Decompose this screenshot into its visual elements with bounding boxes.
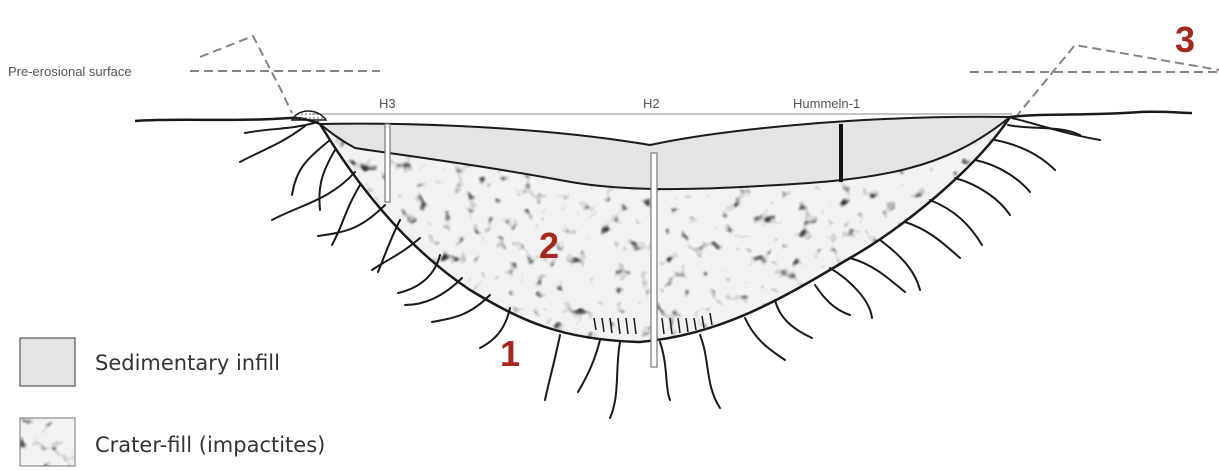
dotted-mound [292,111,326,120]
legend: Sedimentary infill Crater-fill (impactit… [20,338,325,466]
stage-number-2: 2 [539,225,559,266]
stage-number-3: 3 [1175,19,1195,60]
borehole-h3 [385,124,390,202]
borehole-h2 [651,153,657,367]
legend-label-sedimentary: Sedimentary infill [95,351,280,375]
pre-erosional-surface-label: Pre-erosional surface [8,64,132,79]
pre-erosional-dashed-lines [190,36,1219,118]
borehole-hummeln-1 [839,124,843,182]
borehole-label-hummeln-1: Hummeln-1 [793,96,860,111]
legend-swatch-sedimentary [20,338,75,386]
borehole-label-h3: H3 [379,96,396,111]
stage-number-1: 1 [500,333,520,374]
borehole-label-h2: H2 [643,96,660,111]
legend-swatch-impactites [20,418,75,466]
legend-label-impactites: Crater-fill (impactites) [95,433,325,457]
